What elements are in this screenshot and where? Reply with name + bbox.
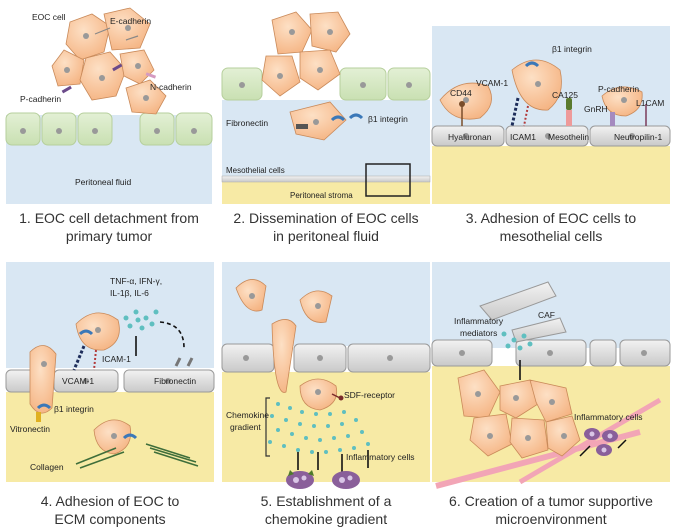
panel-2-mesothelial-layer bbox=[221, 175, 431, 183]
panel-6-mesothelial-layer bbox=[431, 339, 671, 367]
panel-1-caption-line-1: 1. EOC cell detachment from bbox=[19, 210, 199, 226]
label-vcam1-p4: VCAM-1 bbox=[62, 376, 94, 386]
panel-5-chemokine-dots bbox=[268, 402, 370, 454]
label-cytokines-line-2: IL-1β, IL-6 bbox=[110, 288, 149, 298]
panel-4-action-arrow bbox=[159, 321, 185, 349]
panel-5-gradient-bracket bbox=[265, 397, 270, 457]
label-p-cadherin: P-cadherin bbox=[20, 94, 61, 104]
label-neutropilin1: Neutropilin-1 bbox=[614, 132, 662, 142]
label-peritoneal-fluid: Peritoneal fluid bbox=[75, 177, 132, 187]
panel-4-mesothelial-layer bbox=[5, 369, 215, 393]
panel-1-caption-line-2: primary tumor bbox=[66, 228, 153, 244]
panel-5-mesothelial-layer bbox=[221, 343, 431, 373]
label-mesothelial-cells: Mesothelial cells bbox=[226, 166, 285, 175]
panel-2-stroma-region bbox=[222, 182, 430, 204]
panel-2-epithelium bbox=[221, 67, 431, 101]
label-eoc-cell: EOC cell bbox=[32, 12, 66, 22]
panel-5-migration-arrows bbox=[297, 450, 369, 472]
panel-4: TNF-α, IFN-γ, IL-1β, IL-6 ICAM-1 VCAM-1 … bbox=[5, 262, 215, 527]
panel-3-stroma-region bbox=[432, 146, 670, 204]
label-chemokine-gradient-line-2: gradient bbox=[230, 422, 261, 432]
label-vcam1-p3: VCAM-1 bbox=[476, 78, 508, 88]
panel-5-caption-line-2: chemokine gradient bbox=[265, 511, 387, 527]
panel-6: CAF Inflammatory mediators Inflammatory … bbox=[431, 262, 671, 527]
panel-6-tumor-mass bbox=[457, 369, 581, 459]
label-collagen: Collagen bbox=[30, 462, 64, 472]
label-cd44: CD44 bbox=[450, 88, 472, 98]
panel-3: β1 integrin CD44 VCAM-1 CA125 P-cadherin… bbox=[431, 26, 671, 244]
label-hyaluronan: Hyaluronan bbox=[448, 132, 492, 142]
panel-5-inflammatory-cells bbox=[286, 470, 360, 489]
panel-4-caption-line-2: ECM components bbox=[54, 511, 165, 527]
panel-2-cell-cluster bbox=[261, 11, 364, 141]
panel-2-zoom-box bbox=[365, 163, 411, 197]
panel-1: EOC cell E-cadherin P-cadherin N-cadheri… bbox=[5, 4, 213, 244]
panel-6-caption-line-2: microenvironment bbox=[495, 511, 606, 527]
panel-4-caption-line-1: 4. Adhesion of EOC to bbox=[41, 493, 180, 509]
label-p-cadherin-p3: P-cadherin bbox=[598, 84, 639, 94]
label-inflammatory-mediators-line-2: mediators bbox=[460, 328, 497, 338]
label-b1-integrin: β1 integrin bbox=[368, 114, 408, 124]
panel-4-cytokines bbox=[123, 309, 159, 331]
label-inflammatory-cells-p6: Inflammatory cells bbox=[574, 412, 643, 422]
label-peritoneal-stroma: Peritoneal stroma bbox=[290, 191, 353, 200]
panel-4-eoc-cells bbox=[29, 312, 199, 469]
panel-6-caption-line-1: 6. Creation of a tumor supportive bbox=[449, 493, 653, 509]
panel-6-inflammatory-cells bbox=[579, 428, 627, 457]
panel-5-eoc-cells bbox=[235, 279, 344, 411]
panel-5: SDF-receptor Chemokine gradient Inflamma… bbox=[221, 262, 431, 527]
panel-2: Fibronectin β1 integrin Mesothelial cell… bbox=[221, 11, 431, 244]
label-n-cadherin: N-cadherin bbox=[150, 82, 192, 92]
label-icam1-p4: ICAM-1 bbox=[102, 354, 131, 364]
eoc-cell-cluster bbox=[51, 7, 167, 115]
panel-2-caption-line-2: in peritoneal fluid bbox=[273, 228, 379, 244]
panel-3-caption-line-1: 3. Adhesion of EOC cells to bbox=[466, 210, 637, 226]
label-b1-integrin-p3: β1 integrin bbox=[552, 44, 592, 54]
label-sdf-receptor: SDF-receptor bbox=[344, 390, 395, 400]
label-e-cadherin: E-cadherin bbox=[110, 16, 151, 26]
label-fibronectin-p4: Fibronectin bbox=[154, 376, 196, 386]
label-ca125: CA125 bbox=[552, 90, 578, 100]
panel-3-mesothelial-layer bbox=[431, 125, 671, 147]
label-caf: CAF bbox=[538, 310, 555, 320]
primary-tumor-epithelium bbox=[5, 112, 213, 146]
label-inflammatory-cells-p5: Inflammatory cells bbox=[346, 452, 415, 462]
panel-2-caption-line-1: 2. Dissemination of EOC cells bbox=[233, 210, 418, 226]
label-l1cam: L1CAM bbox=[636, 98, 664, 108]
label-cytokines-line-1: TNF-α, IFN-γ, bbox=[110, 276, 162, 286]
panel-3-caption-line-2: mesothelial cells bbox=[500, 228, 603, 244]
label-chemokine-gradient-line-1: Chemokine bbox=[226, 410, 269, 420]
label-b1-integrin-p4: β1 integrin bbox=[54, 404, 94, 414]
label-fibronectin: Fibronectin bbox=[226, 118, 268, 128]
label-mesothelin: Mesothelin bbox=[548, 132, 589, 142]
label-icam1-p3: ICAM1 bbox=[510, 132, 536, 142]
panel-3-eoc-cells bbox=[439, 59, 647, 127]
panel-6-mediator-dots bbox=[501, 331, 533, 351]
label-gnrh: GnRH bbox=[584, 104, 608, 114]
label-inflammatory-mediators-line-1: Inflammatory bbox=[454, 316, 504, 326]
panel-5-caption-line-1: 5. Establishment of a bbox=[261, 493, 392, 509]
label-vitronectin: Vitronectin bbox=[10, 424, 50, 434]
